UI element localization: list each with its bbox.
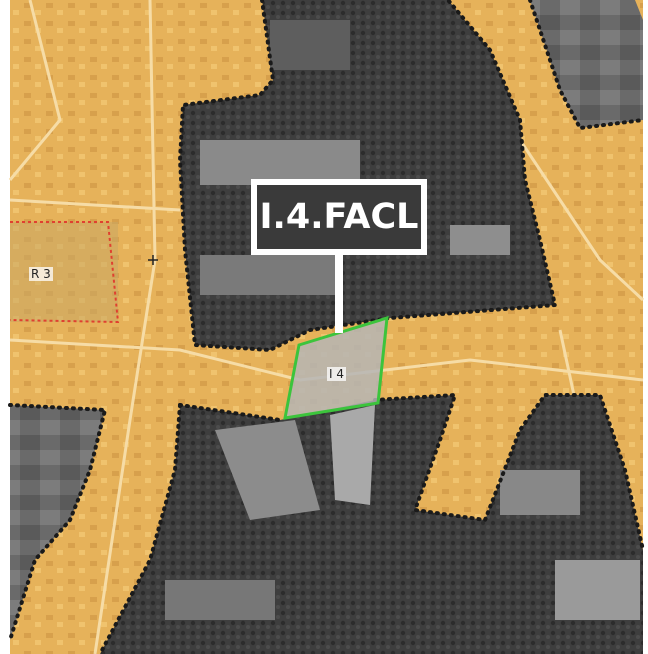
- callout-leader-line: [335, 255, 343, 333]
- aerial-boundary-south-west: [98, 403, 182, 654]
- crosshair-marker: [148, 255, 158, 265]
- zone-i4-label: I 4: [327, 367, 346, 381]
- aerial-boundary-west: [8, 403, 108, 642]
- zone-r3-area: [10, 222, 118, 322]
- forest-boundary-north: [177, 0, 558, 353]
- aerial-area-northeast: [530, 0, 643, 128]
- aerial-boundary-south: [178, 392, 645, 552]
- field-strips-north: [200, 20, 510, 295]
- callout-label: I.4.FACL: [259, 196, 419, 237]
- aerial-boundary-northeast: [528, 0, 645, 131]
- aerial-area-west: [10, 405, 105, 640]
- zone-r3-label: R 3: [29, 267, 53, 281]
- field-strips-south: [165, 405, 640, 620]
- callout-box: I.4.FACL: [251, 179, 427, 255]
- zone-i4-boundary: [283, 315, 389, 420]
- zone-r3-boundary[interactable]: [9, 221, 120, 324]
